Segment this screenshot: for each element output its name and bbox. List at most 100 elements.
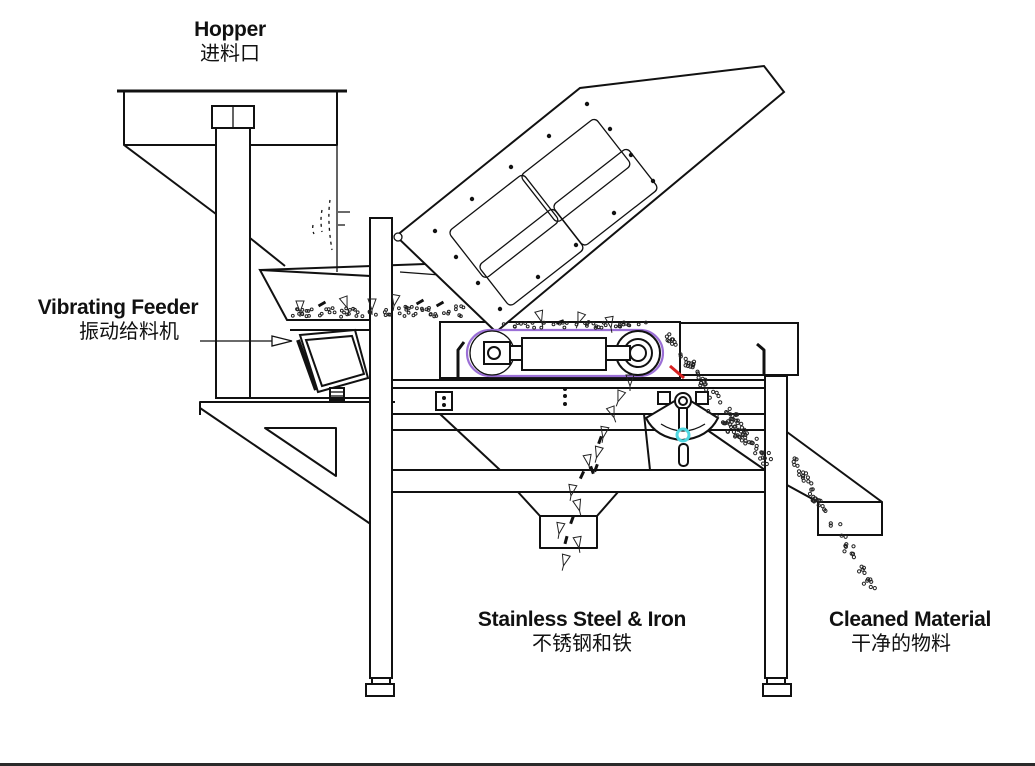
particle [865,577,871,582]
splitter-plate [669,364,685,380]
particle [718,400,723,405]
vibrating-feeder-label-zh: 振动给料机 [79,319,179,344]
metal-fragment [572,498,582,516]
particle [872,586,877,591]
particle [807,491,813,496]
particle [300,312,305,317]
right-post [762,375,792,697]
particle [326,307,331,312]
particle [859,564,864,569]
metal-fragment [615,389,627,407]
particle [525,324,530,329]
particle [801,478,806,483]
particle [351,306,356,311]
particle [795,463,800,468]
particle [809,481,814,486]
particle [744,431,750,436]
particle [562,325,567,330]
metal-fragment [563,535,569,545]
metal-fragment [625,374,635,391]
particle [670,337,676,342]
hopper-label-en: Hopper [194,18,266,41]
metal-output-label-en: Stainless Steel & Iron [477,608,687,631]
particle [409,305,414,309]
metal-fragment [575,311,587,329]
particle [367,310,372,315]
particle [306,309,311,313]
particle [711,389,716,394]
particle [707,395,712,400]
metal-fragment [600,425,610,443]
particle [733,433,738,438]
particle [743,441,748,446]
particle [727,406,732,411]
particle [501,322,506,327]
particle [801,470,806,475]
particle [530,321,535,325]
particle [796,469,802,474]
vibrating-feeder [258,261,481,401]
particle [731,429,737,434]
particle [420,308,425,313]
particle [735,433,740,438]
particle [716,393,721,399]
particle [691,361,696,367]
particle [868,577,873,582]
particle [869,579,874,584]
particle [736,427,741,432]
particle [696,375,701,380]
metal-fragment [597,435,603,445]
metal-fragment [589,465,595,475]
metal-output-label-zh: 不锈钢和铁 [532,631,632,656]
particle [446,311,451,316]
particle [728,424,734,429]
particle [345,312,350,317]
particle [427,306,431,310]
metal-fragment [569,515,575,525]
metal-fragment [578,470,586,480]
particle [706,409,711,414]
particle [594,324,599,329]
particle [667,332,672,337]
particle [838,522,843,527]
particle [754,443,759,449]
particle [818,498,823,503]
particle [601,320,606,325]
metal-fragment [435,300,445,308]
particle [764,461,769,467]
metal-fragment [391,293,401,311]
particle [603,323,608,328]
particle [513,324,517,329]
particle [428,312,433,317]
particle [442,311,446,316]
metal-fragment [561,553,571,571]
particle [309,307,314,312]
particle [754,436,759,441]
particle [747,440,752,445]
vibrating-feeder-label: Vibrating Feeder 振动给料机 [18,296,218,343]
metal-chute [517,491,619,549]
particle [347,312,351,316]
particle [386,312,391,317]
particle [812,499,817,504]
particle [295,307,299,312]
particle [532,325,536,330]
metal-fragment [593,463,599,473]
particle [664,334,670,339]
metal-fragment [295,300,305,317]
particle [413,311,418,316]
feed-particles [290,293,648,333]
particle [564,321,569,325]
particle [666,339,672,344]
particle [691,359,697,364]
metal-fragment [572,535,582,553]
particle [761,450,766,455]
particle [332,310,337,315]
particle [403,304,408,309]
particle [702,382,707,387]
particle [519,321,523,326]
particle [761,461,766,466]
particle [355,310,360,315]
metal-fragment [317,300,327,308]
particle [636,322,641,327]
